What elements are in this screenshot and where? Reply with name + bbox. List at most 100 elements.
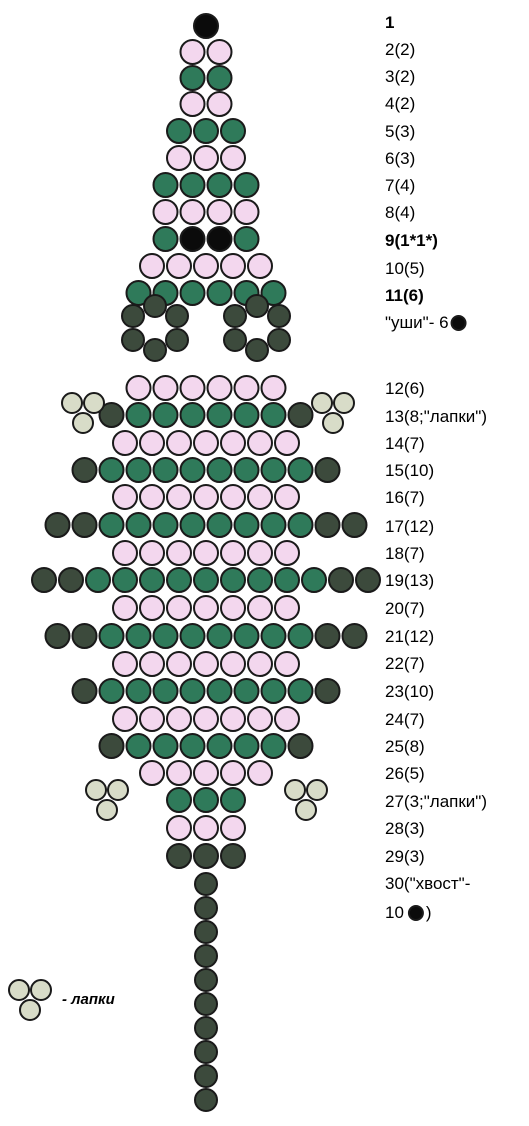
row-label-5: 5(3) — [385, 122, 415, 141]
bead — [154, 173, 178, 197]
bead — [302, 568, 326, 592]
bead — [316, 513, 340, 537]
bead — [248, 652, 272, 676]
bead — [194, 707, 218, 731]
bead — [356, 568, 380, 592]
bead — [127, 458, 151, 482]
bead — [289, 734, 313, 758]
bead — [248, 568, 272, 592]
bead — [208, 92, 232, 116]
bead — [343, 513, 367, 537]
bead — [140, 761, 164, 785]
black-bead-icon — [409, 906, 423, 920]
bead — [167, 119, 191, 143]
bead — [113, 541, 137, 565]
row-label-3: 3(2) — [385, 67, 415, 86]
bead — [235, 173, 259, 197]
bead — [113, 485, 137, 509]
bead — [127, 734, 151, 758]
row-label-17: 16(7) — [385, 488, 425, 507]
bead — [248, 761, 272, 785]
bead — [181, 281, 205, 305]
paw-bead — [323, 413, 343, 433]
bead — [248, 596, 272, 620]
bead — [127, 376, 151, 400]
row-label-26: 25(8) — [385, 737, 425, 756]
bead — [208, 513, 232, 537]
bead — [208, 376, 232, 400]
bead — [262, 403, 286, 427]
bead — [167, 254, 191, 278]
bead — [73, 513, 97, 537]
tail-bead — [195, 921, 217, 943]
bead — [181, 403, 205, 427]
bead — [221, 816, 245, 840]
bead — [154, 624, 178, 648]
ear-bead — [122, 329, 144, 351]
bead — [316, 458, 340, 482]
bead — [46, 624, 70, 648]
bead — [167, 146, 191, 170]
bead — [167, 431, 191, 455]
ear-bead — [224, 329, 246, 351]
bead — [194, 788, 218, 812]
bead — [208, 624, 232, 648]
bead — [221, 146, 245, 170]
bead — [181, 376, 205, 400]
bead — [262, 376, 286, 400]
row-label-22: 21(12) — [385, 627, 434, 646]
bead — [194, 541, 218, 565]
bead — [140, 652, 164, 676]
bead — [208, 66, 232, 90]
bead — [221, 844, 245, 868]
row-label-24: 23(10) — [385, 682, 434, 701]
bead — [221, 485, 245, 509]
bead — [154, 458, 178, 482]
bead — [100, 679, 124, 703]
bead — [275, 707, 299, 731]
bead — [127, 624, 151, 648]
bead — [181, 513, 205, 537]
tail-bead — [195, 1017, 217, 1039]
bead — [59, 568, 83, 592]
bead — [113, 652, 137, 676]
legend-label: - лапки — [62, 991, 115, 1008]
ear-bead — [144, 339, 166, 361]
bead — [235, 403, 259, 427]
bead — [32, 568, 56, 592]
paw-bead — [62, 393, 82, 413]
row-label-closing-paren: ) — [426, 903, 432, 922]
bead — [208, 173, 232, 197]
bead — [100, 734, 124, 758]
tail-bead — [195, 993, 217, 1015]
bead — [275, 652, 299, 676]
bead — [181, 624, 205, 648]
row-label-28: 27(3;"лапки") — [385, 792, 487, 811]
bead — [194, 761, 218, 785]
bead — [100, 458, 124, 482]
bead — [221, 541, 245, 565]
tail-bead — [195, 969, 217, 991]
row-label-15: 14(7) — [385, 434, 425, 453]
row-label-11: 11(6) — [385, 286, 424, 305]
paw-bead — [97, 800, 117, 820]
bead — [194, 431, 218, 455]
row-label-18: 17(12) — [385, 517, 434, 536]
bead — [167, 652, 191, 676]
bead — [167, 707, 191, 731]
bead — [181, 173, 205, 197]
bead — [181, 458, 205, 482]
row-label-9: 9(1*1*) — [385, 231, 438, 250]
row-label-19: 18(7) — [385, 544, 425, 563]
bead — [208, 281, 232, 305]
row-label-14: 13(8;"лапки") — [385, 407, 487, 426]
bead — [140, 254, 164, 278]
bead — [181, 200, 205, 224]
bead — [208, 679, 232, 703]
bead — [235, 376, 259, 400]
row-label-27: 26(5) — [385, 764, 425, 783]
bead — [221, 254, 245, 278]
ear-bead — [268, 329, 290, 351]
paw-bead — [84, 393, 104, 413]
bead — [235, 734, 259, 758]
